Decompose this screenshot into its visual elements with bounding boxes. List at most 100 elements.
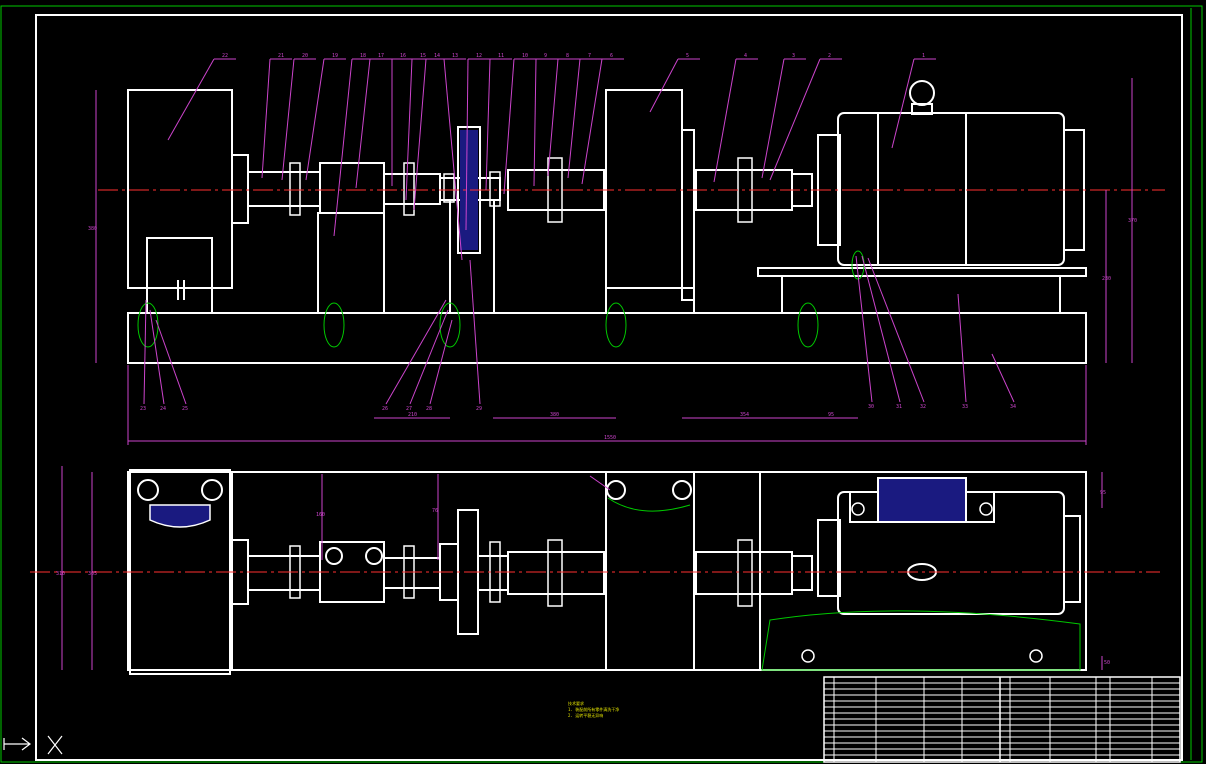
part-number-label: 11 xyxy=(498,53,504,59)
torque-sensor-foot xyxy=(605,287,695,314)
part-number-label: 9 xyxy=(544,53,547,59)
leader-line xyxy=(547,58,559,177)
parts-list-table xyxy=(823,676,1181,763)
lifting-eye xyxy=(909,80,935,106)
part-number-label: 29 xyxy=(476,406,482,412)
plan-break-lines xyxy=(607,497,1081,671)
plan-coupling xyxy=(507,551,605,595)
leader-line xyxy=(581,58,603,185)
part-number-label: 4 xyxy=(744,53,747,59)
dim-height-motor: 230 xyxy=(1102,276,1111,282)
part-number-label: 10 xyxy=(522,53,528,59)
part-number-label: 20 xyxy=(302,53,308,59)
leader-line xyxy=(261,58,271,179)
gearbox-left-foot xyxy=(146,237,213,314)
dim-span-b: 380 xyxy=(550,412,559,418)
part-number-label: 27 xyxy=(406,406,412,412)
part-number-label: 18 xyxy=(360,53,366,59)
leader-line xyxy=(143,299,147,405)
part-number-label: 19 xyxy=(332,53,338,59)
dim-span-c: 354 xyxy=(740,412,749,418)
leader-line xyxy=(855,255,873,403)
part-number-label: 7 xyxy=(588,53,591,59)
plan-shaft-1 xyxy=(247,555,321,591)
part-number-label: 21 xyxy=(278,53,284,59)
base-plate xyxy=(127,312,1087,364)
part-number-label: 34 xyxy=(1010,404,1016,410)
part-number-label: 25 xyxy=(182,406,188,412)
dim-plan-width-a: 310 xyxy=(56,571,65,577)
dim-plan-width-b: 305 xyxy=(88,571,97,577)
leader-line xyxy=(761,58,785,179)
leader-line xyxy=(867,257,925,403)
motor-base xyxy=(781,275,1061,314)
leader-line xyxy=(333,58,353,237)
part-number-label: 3 xyxy=(792,53,795,59)
dim-span-d: 95 xyxy=(828,412,834,418)
plan-motor-hatch xyxy=(877,477,967,523)
leader-line xyxy=(891,58,915,149)
leader-line xyxy=(305,58,325,181)
leader-line xyxy=(149,309,165,405)
part-number-label: 2 xyxy=(828,53,831,59)
technical-notes: 技术要求 1. 装配前所有零件清洗干净 2. 运转平稳无异响 xyxy=(568,700,619,718)
plan-shaft-3 xyxy=(695,551,793,595)
leader-line xyxy=(281,58,295,181)
dim-overall-length: 1550 xyxy=(604,435,616,441)
leader-line xyxy=(713,58,737,183)
part-number-label: 22 xyxy=(222,53,228,59)
gearbox-left-shaft-boss xyxy=(231,154,249,224)
leader-line xyxy=(567,58,581,179)
plan-gearbox-hatch xyxy=(149,504,211,528)
leader-line xyxy=(413,58,427,211)
leader-line xyxy=(649,58,679,113)
part-number-label: 15 xyxy=(420,53,426,59)
anchor-bolts xyxy=(137,250,865,348)
leader-line xyxy=(355,58,371,189)
part-number-label: 23 xyxy=(140,406,146,412)
brake-disc-hatch xyxy=(460,130,478,250)
part-number-label: 8 xyxy=(566,53,569,59)
part-number-label: 26 xyxy=(382,406,388,412)
notes-title: 技术要求 xyxy=(568,700,584,706)
leader-line xyxy=(957,293,967,403)
leader-line xyxy=(409,309,449,405)
leader-line xyxy=(429,319,453,405)
leader-line xyxy=(405,58,413,201)
leader-line xyxy=(443,58,463,261)
top-part-leaders xyxy=(167,58,936,261)
part-number-label: 33 xyxy=(962,404,968,410)
part-number-label: 32 xyxy=(920,404,926,410)
part-number-label: 12 xyxy=(476,53,482,59)
dim-plan-c: 95 xyxy=(1100,490,1106,496)
torque-sensor-housing xyxy=(605,89,683,289)
dim-plan-d: 50 xyxy=(1104,660,1110,666)
leader-line xyxy=(465,58,469,231)
inner-border xyxy=(35,14,1183,761)
bearing-support xyxy=(317,212,385,314)
part-number-label: 1 xyxy=(922,53,925,59)
dim-height-right: 370 xyxy=(1128,218,1137,224)
part-number-label: 30 xyxy=(868,404,874,410)
ucs-axis-icon xyxy=(3,735,63,755)
leader-line xyxy=(167,58,215,141)
torque-sensor-boss xyxy=(681,129,695,301)
notes-item-1: 1. 装配前所有零件清洗干净 xyxy=(568,706,619,712)
leader-line xyxy=(861,255,901,403)
plan-dimensions xyxy=(61,466,1103,670)
part-number-label: 31 xyxy=(896,404,902,410)
motor-body xyxy=(837,112,1065,266)
front-elevation xyxy=(127,80,1087,364)
part-number-label: 16 xyxy=(400,53,406,59)
part-number-label: 13 xyxy=(452,53,458,59)
dim-labels: 1550 210 380 354 95 380 370 230 xyxy=(88,218,1137,441)
front-dimensions xyxy=(95,78,1133,445)
part-number-label: 17 xyxy=(378,53,384,59)
leader-line xyxy=(991,353,1015,403)
plan-shaft-2 xyxy=(383,557,441,589)
leader-line xyxy=(485,58,491,191)
part-number-label: 5 xyxy=(686,53,689,59)
